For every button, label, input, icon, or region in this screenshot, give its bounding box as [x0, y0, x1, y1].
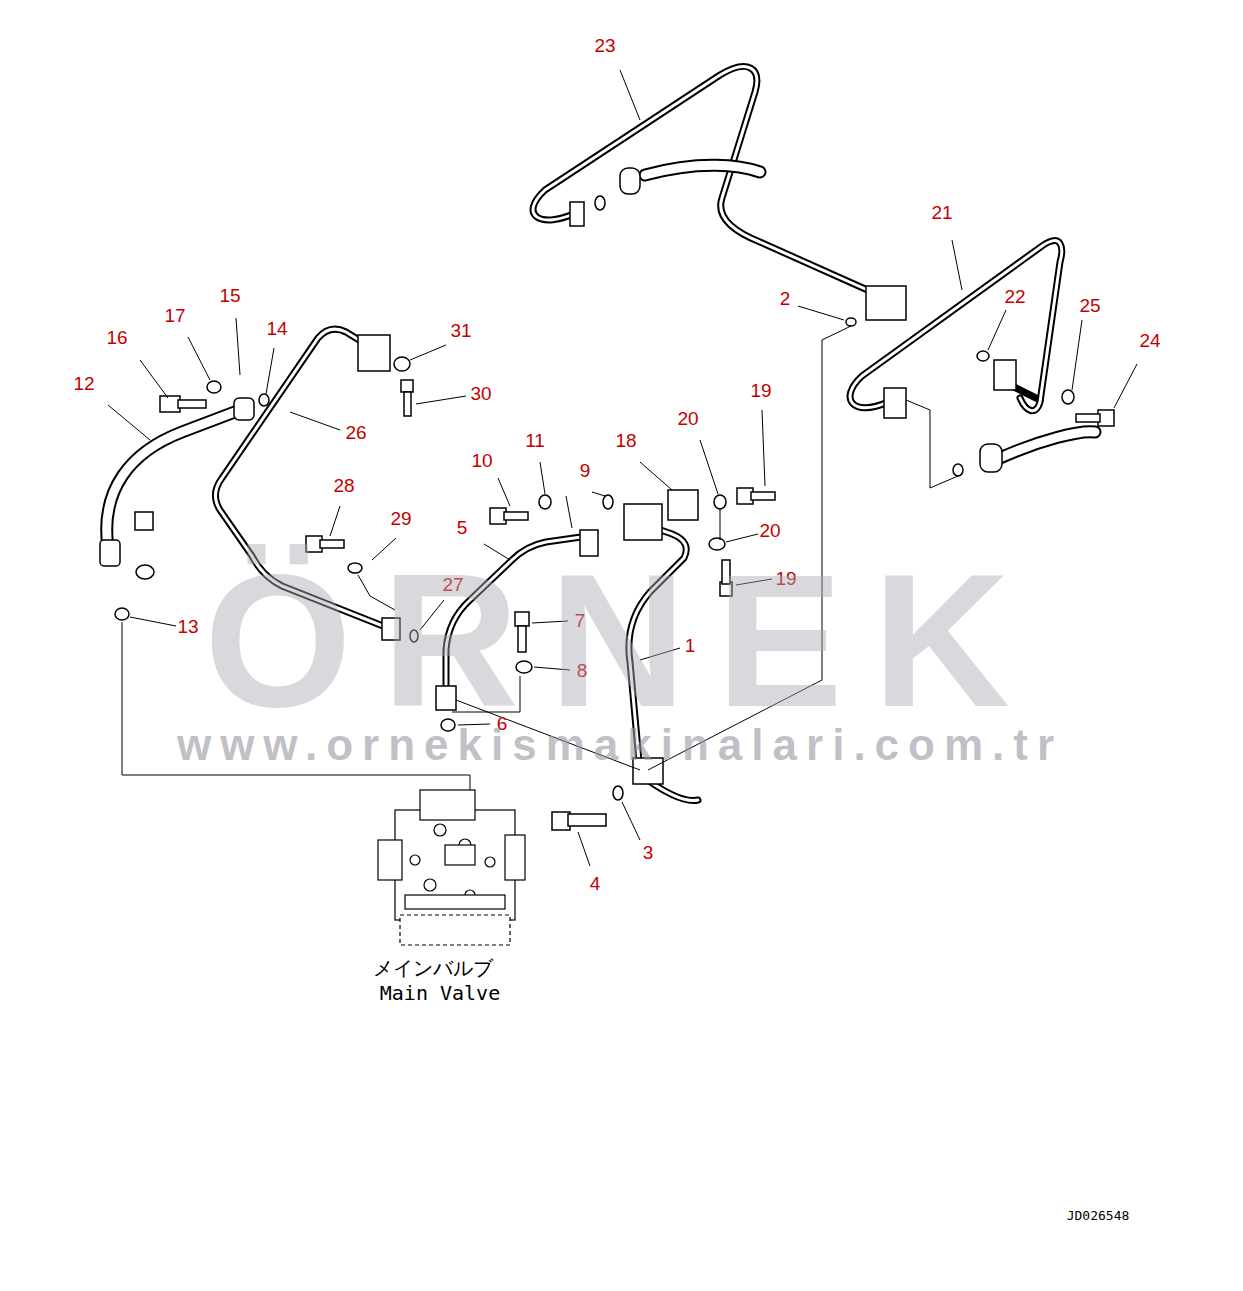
watermark-url: www.ornekismakinalari.com.tr	[177, 723, 1063, 767]
callout-number: 31	[450, 321, 471, 340]
callout-number: 28	[333, 476, 354, 495]
callout-number: 20	[759, 521, 780, 540]
callout-number: 10	[471, 451, 492, 470]
callout-number: 29	[390, 509, 411, 528]
callout-number: 15	[219, 286, 240, 305]
drawing-code: JD026548	[1067, 1209, 1130, 1222]
callout-number: 30	[470, 384, 491, 403]
callout-number: 21	[931, 203, 952, 222]
callout-number: 18	[615, 431, 636, 450]
callout-number: 16	[106, 328, 127, 347]
callout-number: 13	[177, 617, 198, 636]
callout-number: 22	[1004, 287, 1025, 306]
part-name: メインバルブ	[373, 958, 493, 978]
callout-number: 4	[590, 874, 601, 893]
callout-number: 20	[677, 409, 698, 428]
callout-number: 5	[457, 518, 468, 537]
watermark: ÖRNEK	[204, 545, 1040, 735]
callout-number: 23	[594, 36, 615, 55]
callout-number: 2	[780, 289, 791, 308]
part-name: Main Valve	[380, 983, 500, 1003]
callout-number: 11	[525, 431, 545, 450]
callout-number: 14	[266, 319, 287, 338]
callout-number: 25	[1079, 296, 1100, 315]
callout-number: 26	[345, 423, 366, 442]
callout-number: 9	[580, 461, 591, 480]
callout-number: 19	[750, 381, 771, 400]
callout-number: 12	[73, 374, 94, 393]
callout-number: 17	[164, 306, 185, 325]
callout-number: 24	[1139, 331, 1160, 350]
callout-number: 3	[643, 843, 654, 862]
